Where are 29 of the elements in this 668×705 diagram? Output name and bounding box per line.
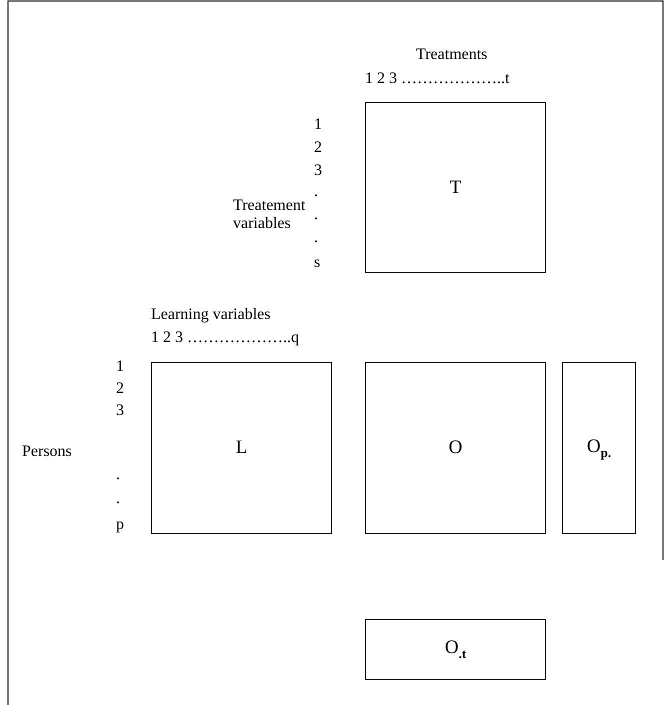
matrix-box (365, 102, 546, 273)
row-index: s (314, 254, 320, 272)
matrix-symbol: T (450, 176, 462, 198)
matrix-symbol: O$_{.t}$ (444, 637, 466, 662)
row-index: p (116, 516, 124, 534)
row-index: 3 (116, 402, 124, 420)
row-index: 1 (116, 358, 124, 376)
row-index: . (116, 490, 120, 508)
matrix-box (365, 619, 546, 680)
matrix-symbol: O (448, 437, 462, 459)
axis-title: Persons (22, 443, 72, 461)
matrix-symbol: L (236, 437, 248, 459)
matrix-symbol: O$_{p.}$ (586, 436, 612, 460)
row-index: 3 (314, 162, 322, 180)
matrix-box (365, 362, 546, 534)
column-index-range: 1 2 3 ………………..t (365, 70, 510, 88)
axis-title: Learning variables (151, 306, 270, 324)
axis-title: Treatments (416, 46, 488, 64)
matrix-box (562, 362, 636, 534)
row-index: 1 (314, 116, 322, 134)
matrix-box (151, 362, 332, 534)
row-index: . (116, 466, 120, 484)
row-index: . (314, 183, 318, 201)
row-index: 2 (116, 380, 124, 398)
column-index-range: 1 2 3 ………………..q (151, 329, 299, 347)
row-index: 2 (314, 139, 322, 157)
row-index: . (314, 206, 318, 224)
row-index: . (314, 229, 318, 247)
axis-title: Treatement variables (233, 197, 306, 233)
